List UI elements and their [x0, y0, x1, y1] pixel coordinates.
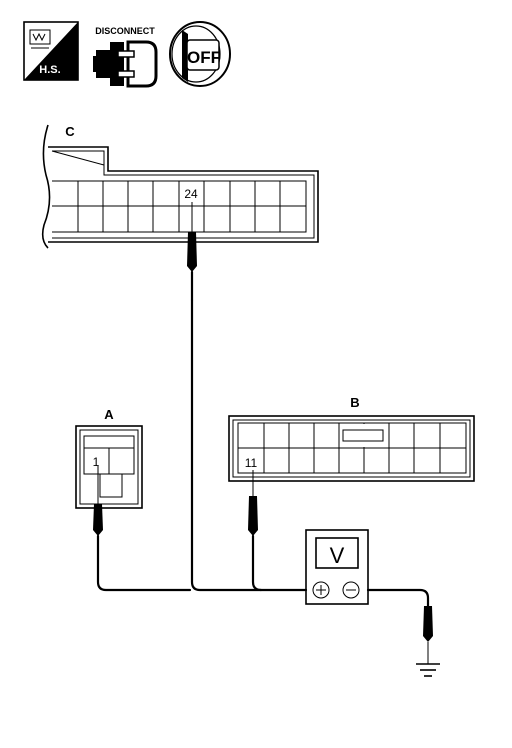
- connector-c-terminal: 24: [184, 187, 198, 201]
- connector-c: C 24: [41, 124, 319, 249]
- plus-terminal-icon: [312, 581, 330, 599]
- voltmeter: V: [305, 529, 369, 605]
- voltmeter-display: V: [330, 543, 345, 568]
- connector-a: A 1: [75, 407, 143, 509]
- hs-icon: H.S.: [23, 21, 79, 81]
- probe-b: [248, 470, 258, 536]
- probe-c: [187, 202, 197, 302]
- hs-label: H.S.: [39, 64, 60, 76]
- ground-icon: [416, 663, 440, 677]
- connector-c-label: C: [65, 124, 75, 139]
- minus-terminal-icon: [342, 581, 360, 599]
- ground-probe: [423, 606, 433, 664]
- test-wires: [96, 298, 430, 608]
- connector-a-terminal: 1: [93, 455, 100, 469]
- disconnect-label: DISCONNECT: [95, 26, 155, 36]
- connector-b: B 11: [228, 395, 475, 482]
- off-label: OFF: [187, 48, 221, 67]
- connector-b-label: B: [350, 395, 359, 410]
- probe-a: [93, 466, 103, 536]
- connector-b-terminal: 11: [245, 456, 258, 470]
- connector-a-label: A: [104, 407, 114, 422]
- disconnect-icon: DISCONNECT: [93, 26, 158, 88]
- ignition-off-icon: OFF: [169, 21, 231, 87]
